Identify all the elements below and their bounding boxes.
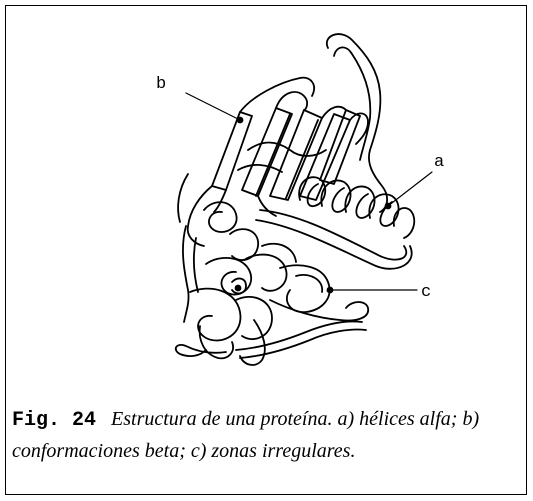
figure-caption: Fig. 24 Estructura de una proteína. a) h…: [12, 404, 512, 466]
bottom-loop-2: [236, 297, 272, 339]
beta-crossing-2: [238, 165, 282, 172]
beta-strand-5: [320, 110, 360, 184]
beta-strand-2b: [256, 114, 290, 196]
leader-dot-a: [386, 204, 391, 209]
bottom-strand: [236, 321, 362, 350]
label-a: a: [434, 153, 444, 172]
middle-coil-1: [204, 202, 237, 232]
bottom-tail: [176, 345, 226, 356]
irregular-zone-c-2: [296, 275, 322, 292]
bottom-loop-1: [190, 289, 240, 341]
leader-dot-c: [328, 288, 333, 293]
left-loop-2: [178, 174, 188, 222]
leader-line-a: [388, 172, 432, 206]
connector-2: [214, 190, 226, 212]
label-b: b: [156, 75, 166, 94]
left-tail: [183, 226, 189, 322]
label-c: c: [421, 283, 431, 302]
leader-line-b: [186, 93, 240, 120]
irregular-zone-c-3: [270, 300, 368, 321]
alpha-helix-a: [256, 177, 414, 269]
leader-dot-b: [238, 118, 243, 123]
connector-1: [258, 196, 276, 216]
beta-top-arc-1: [276, 92, 307, 110]
left-loop: [188, 186, 212, 246]
center-dot: [236, 286, 241, 291]
figure-number: Fig. 24: [12, 409, 96, 432]
left-tail-2: [194, 238, 198, 292]
